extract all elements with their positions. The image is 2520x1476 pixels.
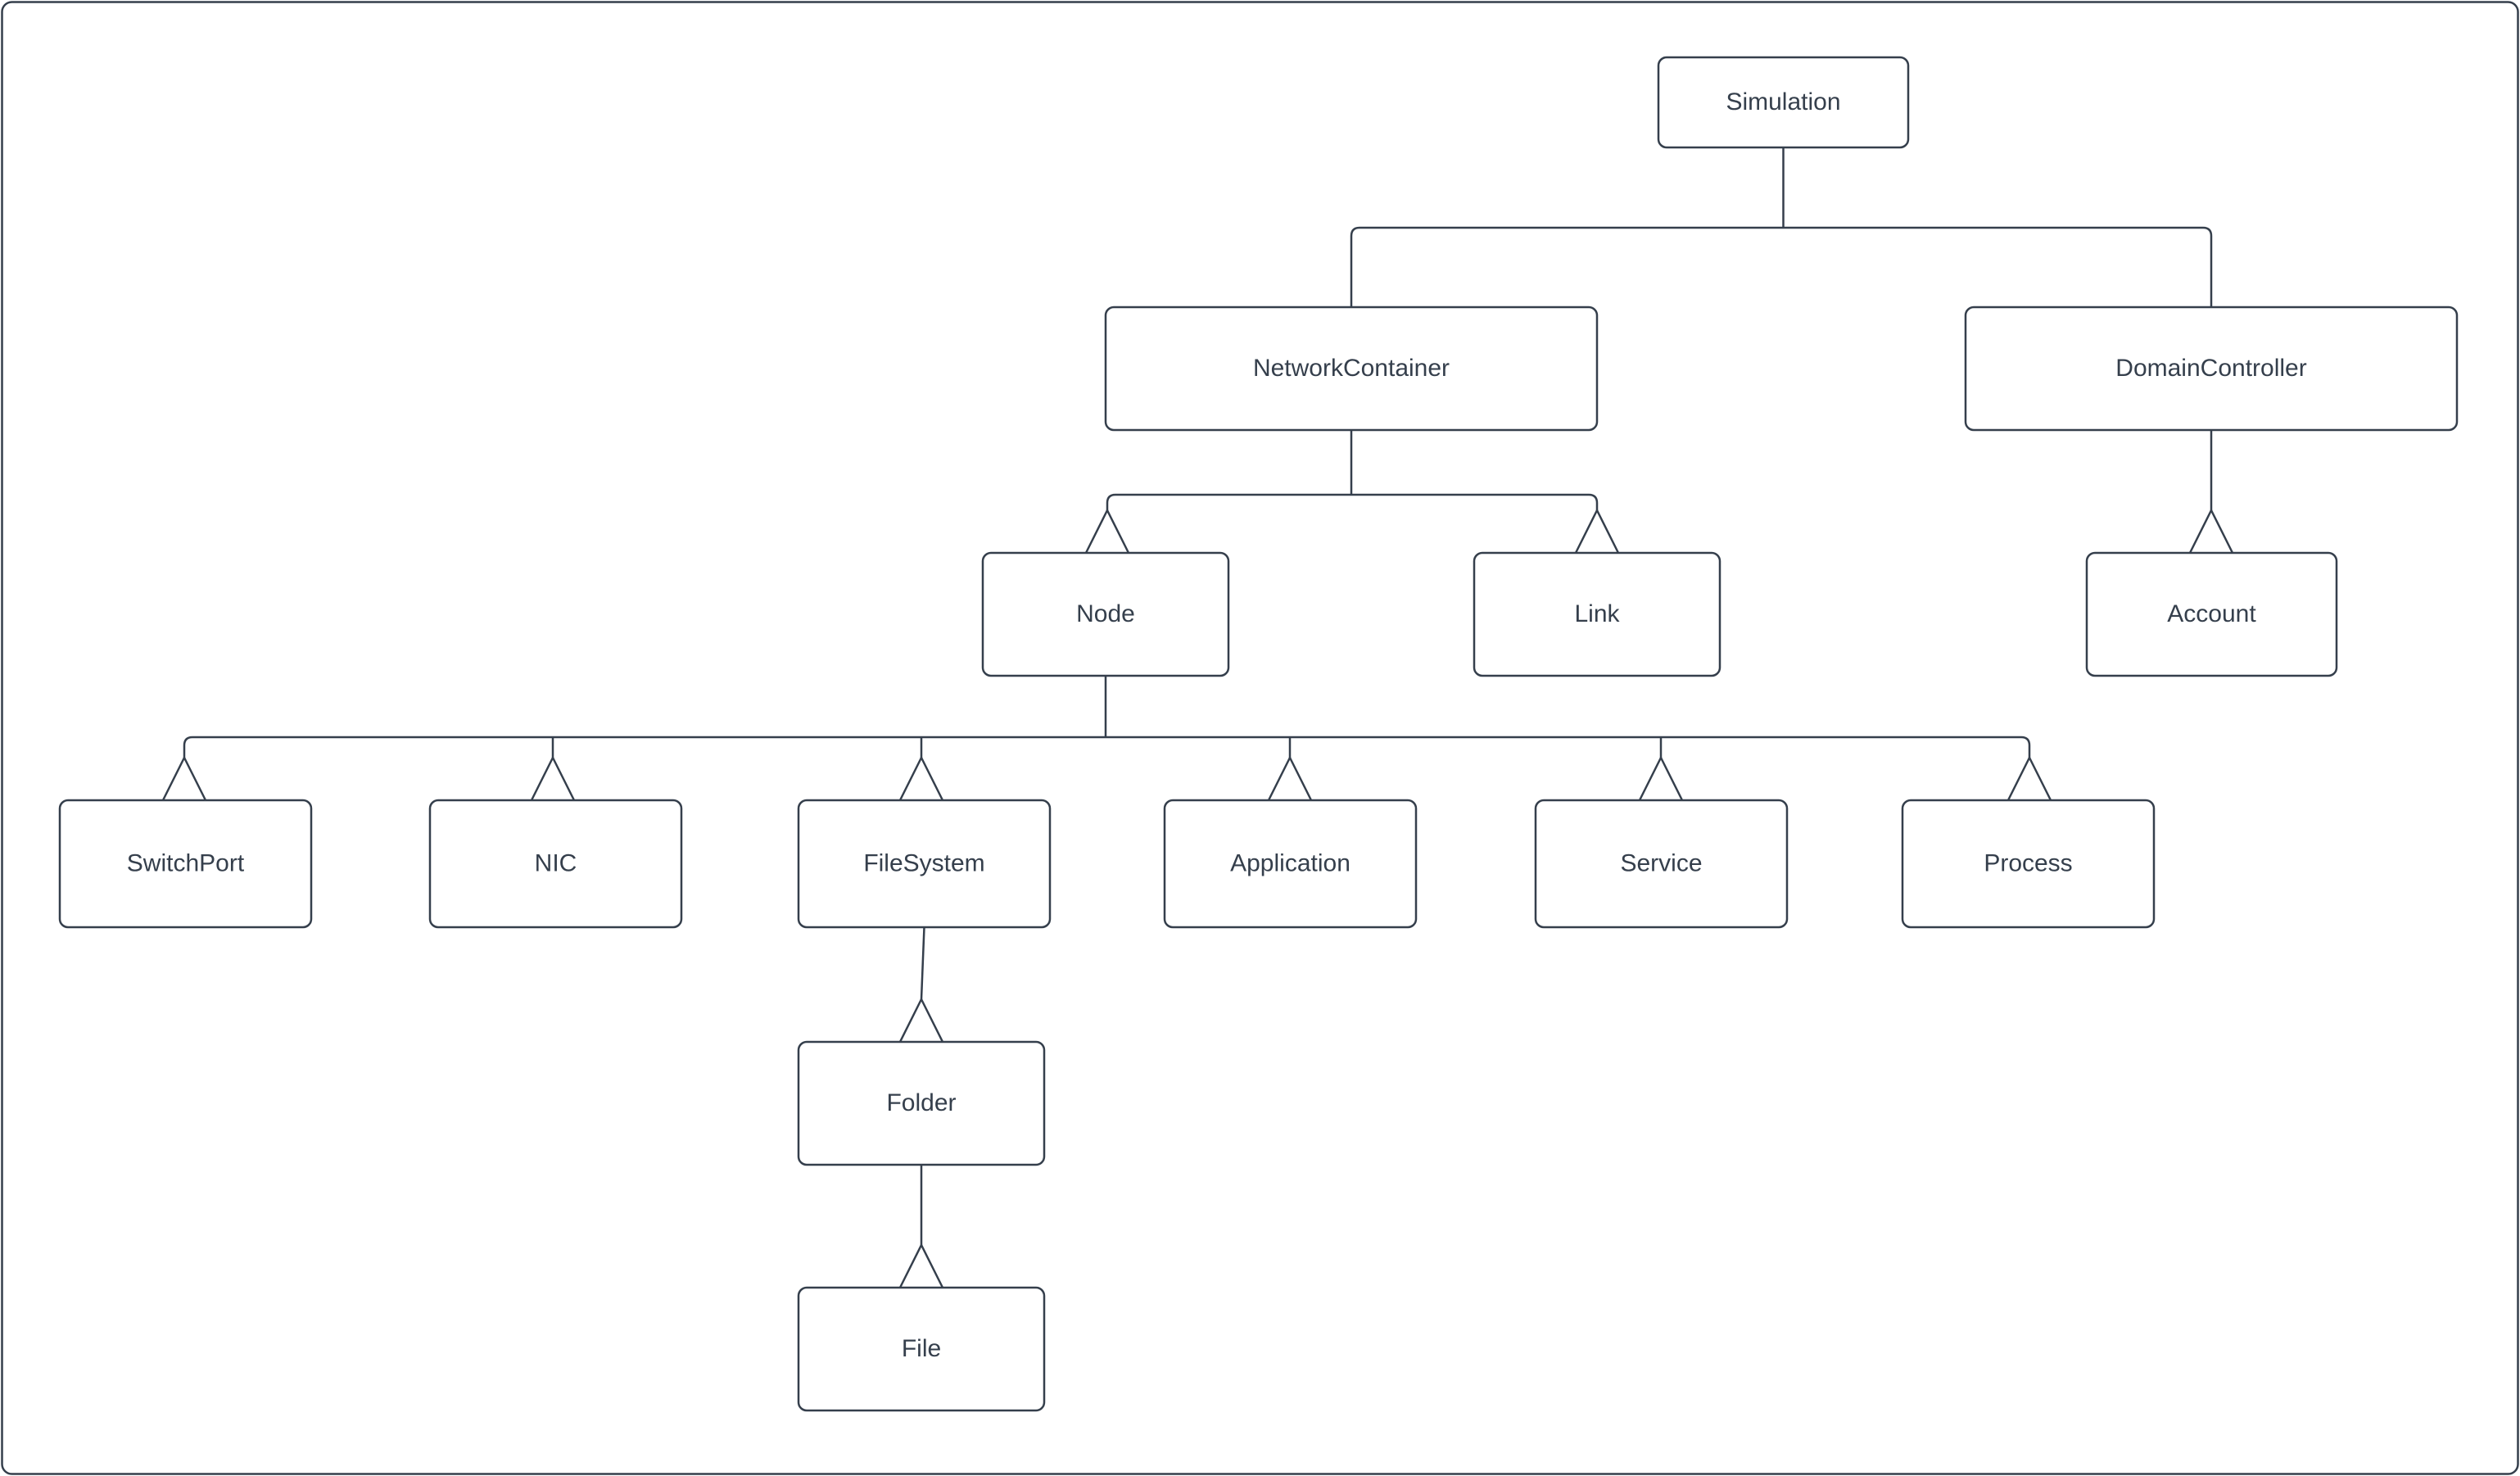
generalization-arrow-folder (898, 997, 944, 1043)
node-label-account: Account (2167, 600, 2256, 627)
generalization-arrow-nic (530, 755, 576, 801)
node-box-folder[interactable] (797, 1040, 1046, 1166)
class-node-folder[interactable]: Folder (797, 1040, 1046, 1166)
node-box-file[interactable] (797, 1286, 1046, 1412)
node-box-link[interactable] (1473, 551, 1721, 677)
edge-node-to-switchport (183, 736, 193, 758)
class-node-nic[interactable]: NIC (428, 799, 683, 929)
node-box-filesystem[interactable] (797, 799, 1052, 929)
class-node-process[interactable]: Process (1901, 799, 2156, 929)
class-node-account[interactable]: Account (2085, 551, 2338, 677)
generalization-arrow-process (2006, 755, 2052, 801)
class-node-simulation[interactable]: Simulation (1657, 56, 1910, 149)
node-label-folder: Folder (886, 1089, 956, 1116)
node-box-domaincontroller[interactable] (1964, 306, 2459, 432)
node-label-application: Application (1230, 849, 1350, 876)
edge-node-to-process (2020, 736, 2031, 758)
generalization-arrow-switchport (161, 755, 207, 801)
edge-simulation-to-domaincontroller (2202, 226, 2213, 307)
node-box-service[interactable] (1534, 799, 1789, 929)
node-box-simulation[interactable] (1657, 56, 1910, 149)
node-box-application[interactable] (1163, 799, 1418, 929)
generalization-arrow-node (1084, 508, 1130, 554)
class-node-file[interactable]: File (797, 1286, 1046, 1412)
class-node-service[interactable]: Service (1534, 799, 1789, 929)
edge-networkcontainer-to-link (1588, 493, 1599, 510)
node-label-link: Link (1574, 600, 1620, 627)
node-label-nic: NIC (535, 849, 577, 876)
class-node-domaincontroller[interactable]: DomainController (1964, 306, 2459, 432)
node-box-switchport[interactable] (58, 799, 313, 929)
generalization-arrow-application (1267, 755, 1313, 801)
node-box-networkcontainer[interactable] (1104, 306, 1599, 432)
edge-networkcontainer-to-node (1106, 493, 1116, 510)
class-node-switchport[interactable]: SwitchPort (58, 799, 313, 929)
node-label-domaincontroller: DomainController (2115, 355, 2306, 382)
edge-filesystem-to-folder (920, 926, 925, 1000)
node-box-node[interactable] (981, 551, 1230, 677)
node-label-filesystem: FileSystem (863, 849, 984, 876)
generalization-arrow-filesystem (898, 755, 944, 801)
node-label-service: Service (1620, 849, 1702, 876)
edge-simulation-to-networkcontainer (1350, 226, 1360, 307)
generalization-arrow-account (2188, 508, 2234, 554)
generalization-arrow-link (1574, 508, 1620, 554)
generalization-arrow-file (898, 1243, 944, 1288)
generalization-arrow-service (1638, 755, 1684, 801)
node-label-switchport: SwitchPort (127, 849, 245, 876)
class-node-networkcontainer[interactable]: NetworkContainer (1104, 306, 1599, 432)
node-label-process: Process (1984, 849, 2072, 876)
node-label-simulation: Simulation (1726, 88, 1840, 115)
class-node-link[interactable]: Link (1473, 551, 1721, 677)
class-node-application[interactable]: Application (1163, 799, 1418, 929)
node-box-account[interactable] (2085, 551, 2338, 677)
edges-layer (161, 147, 2234, 1288)
node-label-networkcontainer: NetworkContainer (1253, 355, 1450, 382)
class-node-filesystem[interactable]: FileSystem (797, 799, 1052, 929)
node-box-process[interactable] (1901, 799, 2156, 929)
node-box-nic[interactable] (428, 799, 683, 929)
node-label-file: File (902, 1335, 941, 1362)
class-node-node[interactable]: Node (981, 551, 1230, 677)
node-label-node: Node (1076, 600, 1135, 627)
